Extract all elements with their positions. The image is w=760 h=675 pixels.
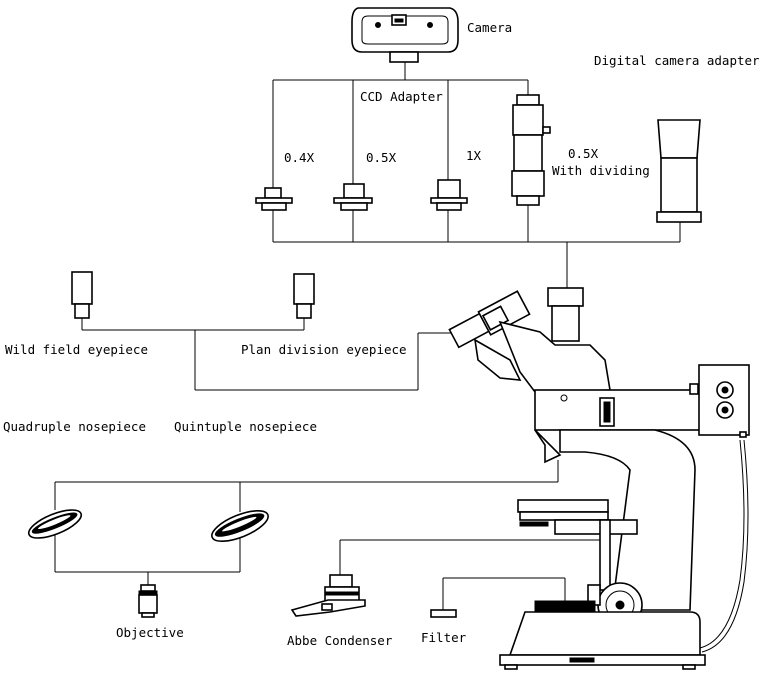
plan-division-eyepiece-icon bbox=[293, 273, 315, 319]
objective-label: Objective bbox=[116, 625, 184, 640]
camera-icon bbox=[351, 7, 459, 63]
filter-icon bbox=[430, 609, 457, 618]
quintuple-nosepiece-icon bbox=[211, 510, 269, 542]
adapter-05x-dividing-label-line1: 0.5X bbox=[568, 146, 599, 161]
abbe-condenser-icon bbox=[290, 574, 366, 617]
filter-label: Filter bbox=[421, 630, 467, 645]
adapter-04x-label: 0.4X bbox=[284, 150, 315, 165]
adapter-1x-label: 1X bbox=[466, 148, 482, 163]
wild-field-eyepiece-icon bbox=[71, 271, 93, 319]
dividing-adapter-icon bbox=[511, 94, 551, 206]
camera-label: Camera bbox=[467, 20, 513, 35]
ccd-adapter-label: CCD Adapter bbox=[360, 89, 443, 104]
ccd-adapter-1x-icon bbox=[430, 179, 468, 211]
digital-camera-adapter-label: Digital camera adapter bbox=[594, 53, 760, 68]
adapter-05x-label: 0.5X bbox=[366, 150, 397, 165]
plan-division-eyepiece-label: Plan division eyepiece bbox=[241, 342, 407, 357]
quadruple-nosepiece-icon bbox=[27, 509, 83, 539]
digital-camera-adapter-icon bbox=[656, 119, 702, 223]
adapter-05x-dividing-label-line2: With dividing bbox=[552, 163, 650, 178]
ccd-adapter-04x-icon bbox=[255, 187, 293, 211]
ccd-adapter-05x-icon bbox=[333, 183, 373, 211]
abbe-condenser-label: Abbe Condenser bbox=[287, 633, 393, 648]
quadruple-nosepiece-label: Quadruple nosepiece bbox=[3, 419, 146, 434]
connector-lines bbox=[54, 62, 681, 610]
quintuple-nosepiece-label: Quintuple nosepiece bbox=[174, 419, 317, 434]
objective-icon bbox=[138, 584, 158, 618]
microscope-icon bbox=[448, 287, 750, 670]
wild-field-eyepiece-label: Wild field eyepiece bbox=[5, 342, 148, 357]
